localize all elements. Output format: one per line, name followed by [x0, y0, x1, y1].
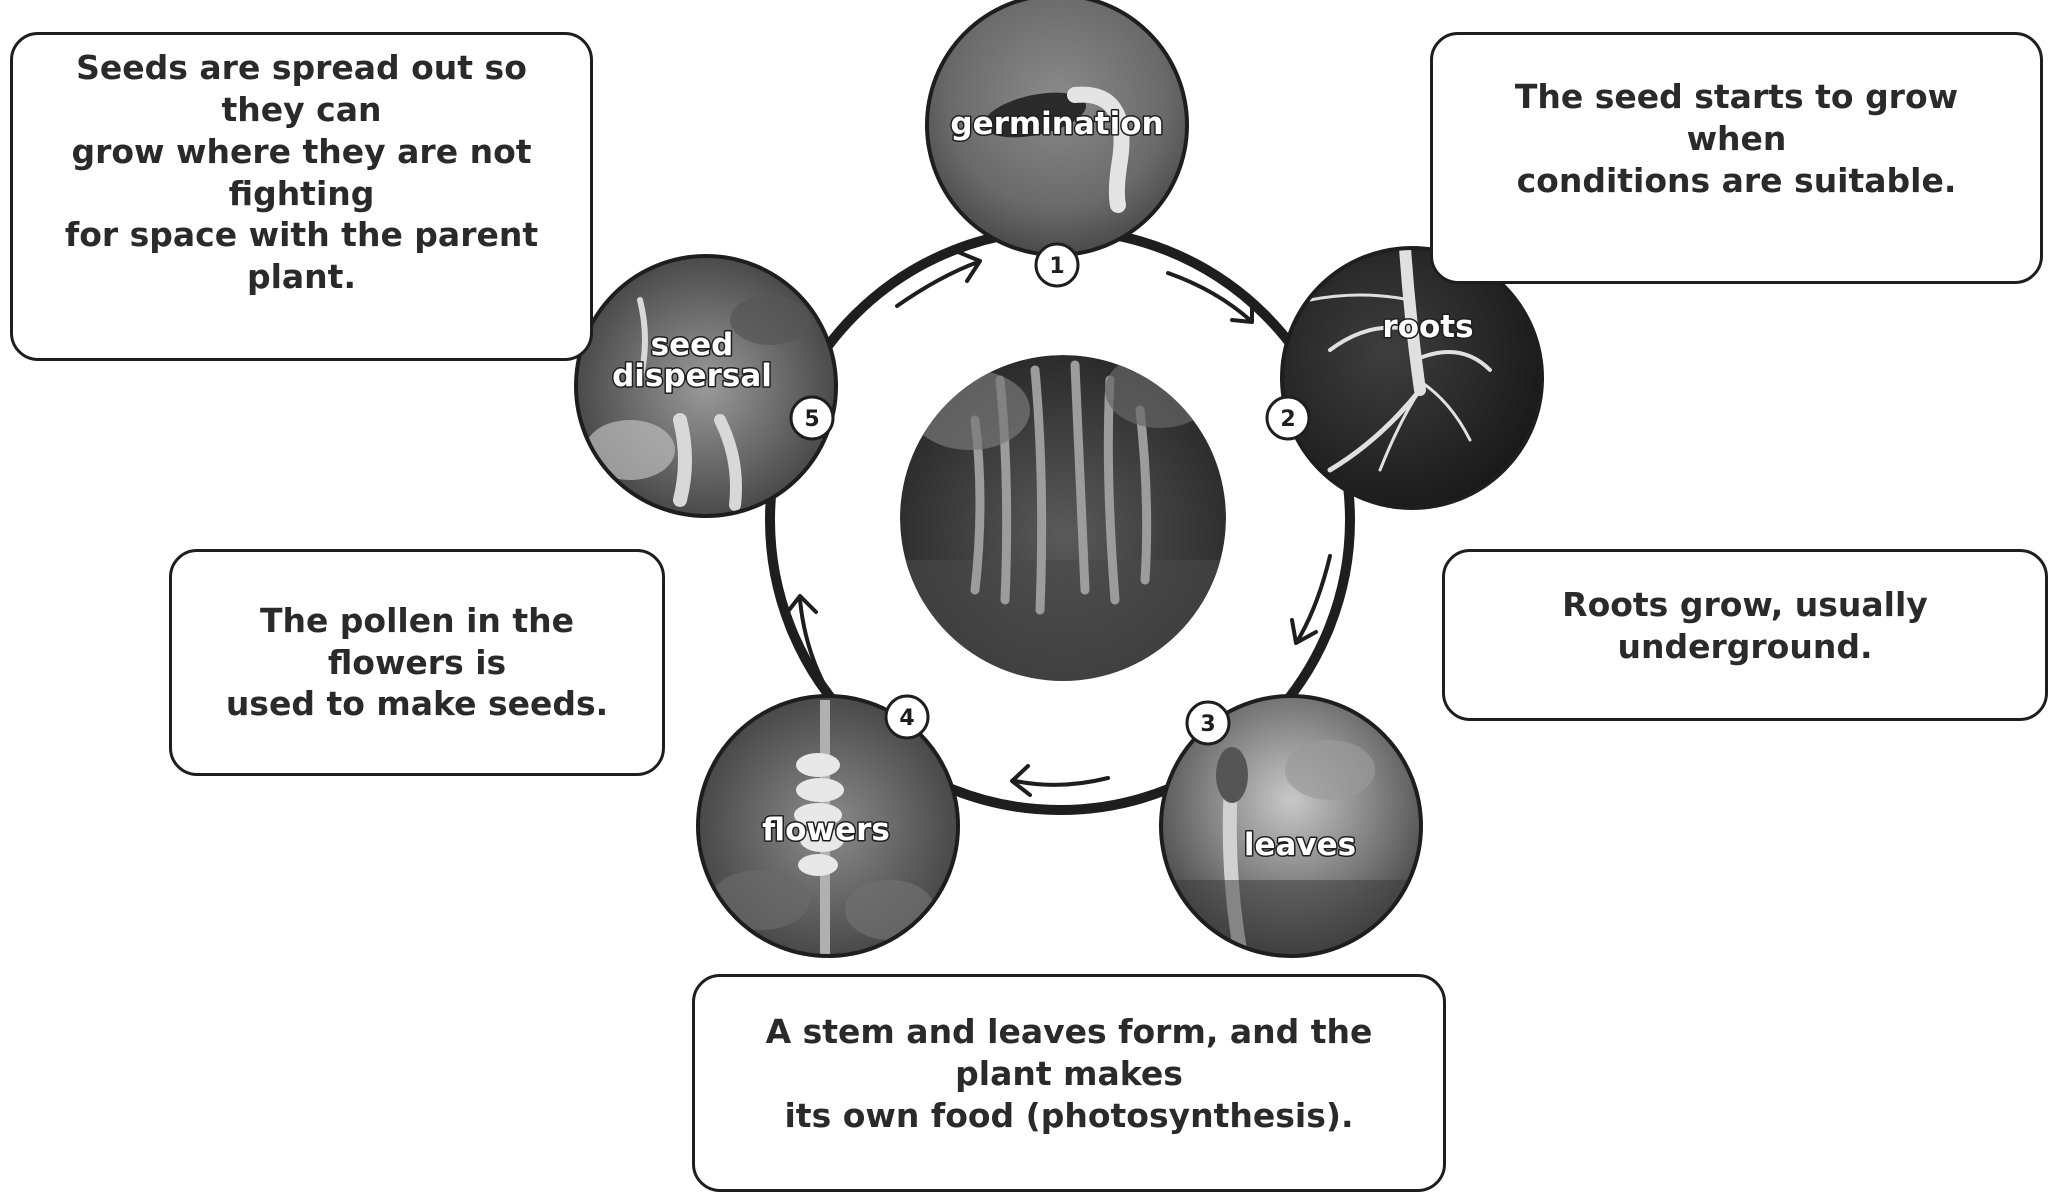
badge-2: 2: [1265, 395, 1311, 441]
badge-1: 1: [1034, 242, 1080, 288]
description-roots-text: Roots grow, usually underground.: [1562, 585, 1928, 666]
stage-label-seed-dispersal-line: dispersal: [612, 358, 772, 394]
stage-label-roots: roots: [1382, 309, 1473, 345]
badge-3-number: 3: [1200, 712, 1215, 737]
arrow-1-to-2: [1166, 271, 1252, 322]
arrow-3-to-4-head: [1010, 764, 1032, 797]
description-seed-dispersal: Seeds are spread out so they can grow wh…: [10, 32, 593, 361]
stage-roots: [1280, 246, 1544, 510]
badge-5-number: 5: [804, 407, 819, 432]
arrow-5-to-1: [895, 260, 980, 308]
stage-label-seed-dispersal-line: seed: [651, 327, 734, 363]
description-germination-text: The seed starts to grow when conditions …: [1514, 77, 1959, 200]
arrow-5-to-1-head: [956, 250, 982, 283]
description-roots: Roots grow, usually underground.: [1442, 549, 2048, 721]
arrow-2-to-3: [1296, 554, 1332, 642]
description-leaves: A stem and leaves form, and the plant ma…: [692, 974, 1446, 1192]
stage-seed-dispersal: [574, 254, 838, 518]
arrow-4-to-5-head: [784, 594, 818, 616]
badge-5: 5: [789, 395, 835, 441]
description-seed-dispersal-text: Seeds are spread out so they can grow wh…: [64, 47, 539, 297]
arrow-2-to-3-head: [1290, 618, 1318, 645]
description-leaves-text: A stem and leaves form, and the plant ma…: [765, 1012, 1373, 1135]
description-flowers-text: The pollen in the flowers is used to mak…: [225, 600, 609, 724]
description-germination: The seed starts to grow when conditions …: [1430, 32, 2043, 284]
arrow-3-to-4: [1013, 776, 1110, 787]
arrow-1-to-2-head: [1230, 300, 1254, 324]
badge-4: 4: [884, 694, 930, 740]
stage-label-flowers: flowers: [762, 812, 890, 848]
center-plant-photo: [900, 355, 1226, 681]
badge-3: 3: [1185, 700, 1231, 746]
badge-4-number: 4: [899, 706, 914, 731]
badge-2-number: 2: [1280, 407, 1295, 432]
cycle-arrows: [784, 250, 1332, 797]
description-flowers: The pollen in the flowers is used to mak…: [169, 549, 665, 776]
stage-label-germination: germination: [950, 106, 1163, 142]
stage-label-leaves: leaves: [1244, 827, 1356, 863]
badge-1-number: 1: [1049, 254, 1064, 279]
stage-flowers: [696, 694, 960, 958]
